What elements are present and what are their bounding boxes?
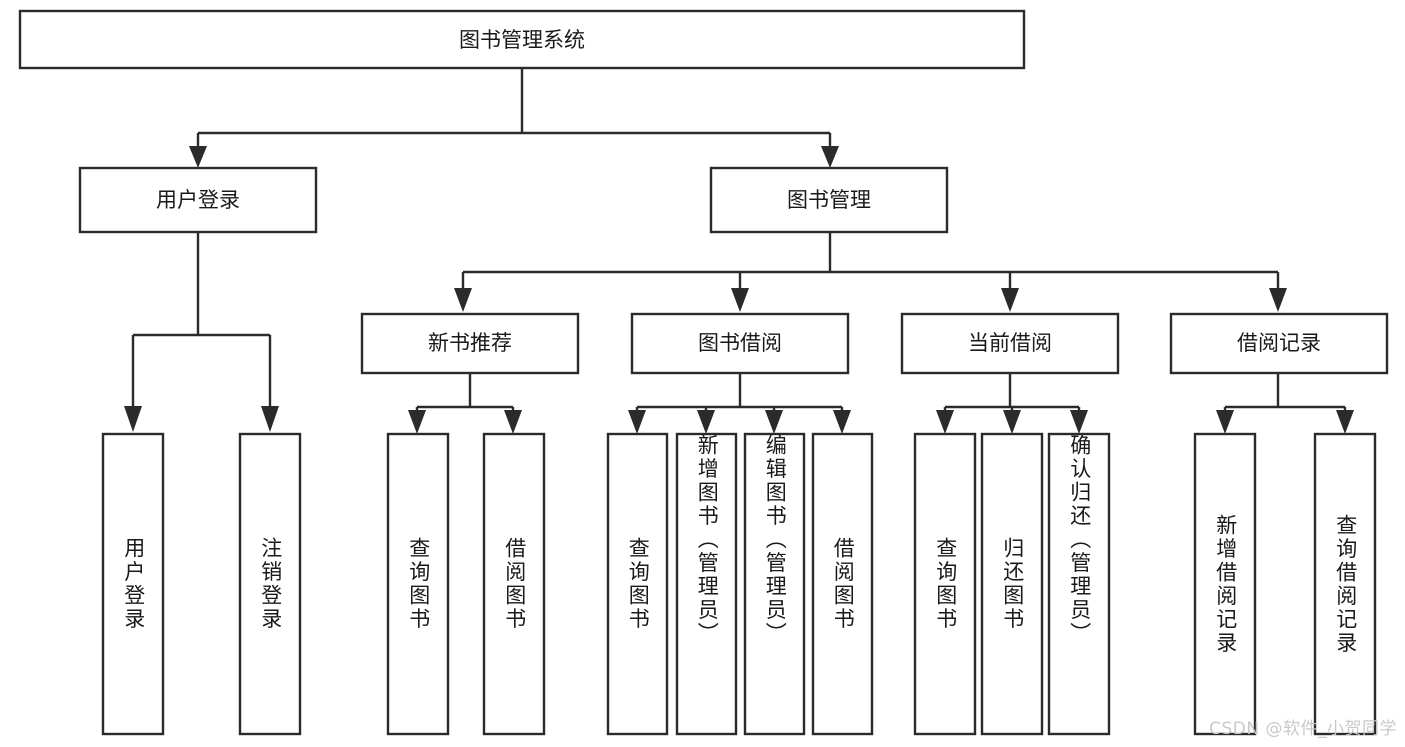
node-user-login-box[interactable] [78, 166, 318, 234]
node-user-login-label: 用户登录 [156, 188, 240, 212]
node-root-label: 图书管理系统 [459, 28, 585, 52]
node-current-borrow-label: 当前借阅 [968, 331, 1052, 355]
arrow-bookmgmt-child-2-icon [731, 288, 749, 312]
node-book-management-label: 图书管理 [787, 188, 871, 212]
node-current-borrow-box[interactable] [900, 312, 1120, 375]
leaf-borrow-record-2-box[interactable] [1313, 432, 1377, 736]
arrow-borrowrecord-leaf-1-icon [1216, 410, 1234, 434]
node-book-borrow-box[interactable] [630, 312, 850, 375]
arrow-currentborrow-leaf-3-icon [1070, 410, 1088, 434]
arrow-bookborrow-leaf-1-icon [628, 410, 646, 434]
arrow-newbook-leaf-2-icon [504, 410, 522, 434]
node-box-group: 图书管理系统 用户登录 图书管理 新书推荐 图书借阅 当前借阅 借阅记录 [18, 9, 1389, 736]
leaf-book-borrow-3-box[interactable] [743, 432, 806, 736]
arrow-root-to-book-mgmt-icon [821, 146, 839, 168]
leaf-book-borrow-1-box[interactable] [606, 432, 669, 736]
leaf-current-borrow-3-box[interactable] [1047, 432, 1111, 736]
arrow-userlogin-leaf-2-icon [261, 406, 279, 432]
leaf-book-borrow-4-box[interactable] [811, 432, 874, 736]
node-borrow-record-box[interactable] [1169, 312, 1389, 375]
leaf-book-borrow-2-box[interactable] [675, 432, 738, 736]
node-book-management-box[interactable] [709, 166, 949, 234]
arrow-bookmgmt-child-4-icon [1269, 288, 1287, 312]
node-new-book-recommend-box[interactable] [360, 312, 580, 375]
node-new-book-recommend-label: 新书推荐 [428, 331, 512, 355]
arrow-bookmgmt-child-1-icon [454, 288, 472, 312]
watermark-label: CSDN @软件_小贺同学 [1209, 719, 1397, 739]
node-book-borrow-label: 图书借阅 [698, 331, 782, 355]
arrow-newbook-leaf-1-icon [408, 410, 426, 434]
leaf-current-borrow-1-box[interactable] [913, 432, 977, 736]
leaf-user-login-2-box[interactable] [238, 432, 302, 736]
leaf-current-borrow-2-box[interactable] [980, 432, 1044, 736]
node-borrow-record-label: 借阅记录 [1237, 331, 1321, 355]
leaf-borrow-record-1-box[interactable] [1193, 432, 1257, 736]
arrow-bookborrow-leaf-3-icon [765, 410, 783, 434]
leaf-user-login-1-box[interactable] [101, 432, 165, 736]
leaf-new-book-2-box[interactable] [482, 432, 546, 736]
node-root-box[interactable] [18, 9, 1026, 70]
arrow-bookmgmt-child-3-icon [1001, 288, 1019, 312]
leaf-new-book-1-box[interactable] [386, 432, 450, 736]
arrow-currentborrow-leaf-1-icon [936, 410, 954, 434]
arrow-borrowrecord-leaf-2-icon [1336, 410, 1354, 434]
arrow-userlogin-leaf-1-icon [124, 406, 142, 432]
arrow-bookborrow-leaf-4-icon [833, 410, 851, 434]
arrow-currentborrow-leaf-2-icon [1003, 410, 1021, 434]
connector-group [124, 68, 1354, 434]
arrow-root-to-user-login-icon [189, 146, 207, 168]
arrow-bookborrow-leaf-2-icon [697, 410, 715, 434]
